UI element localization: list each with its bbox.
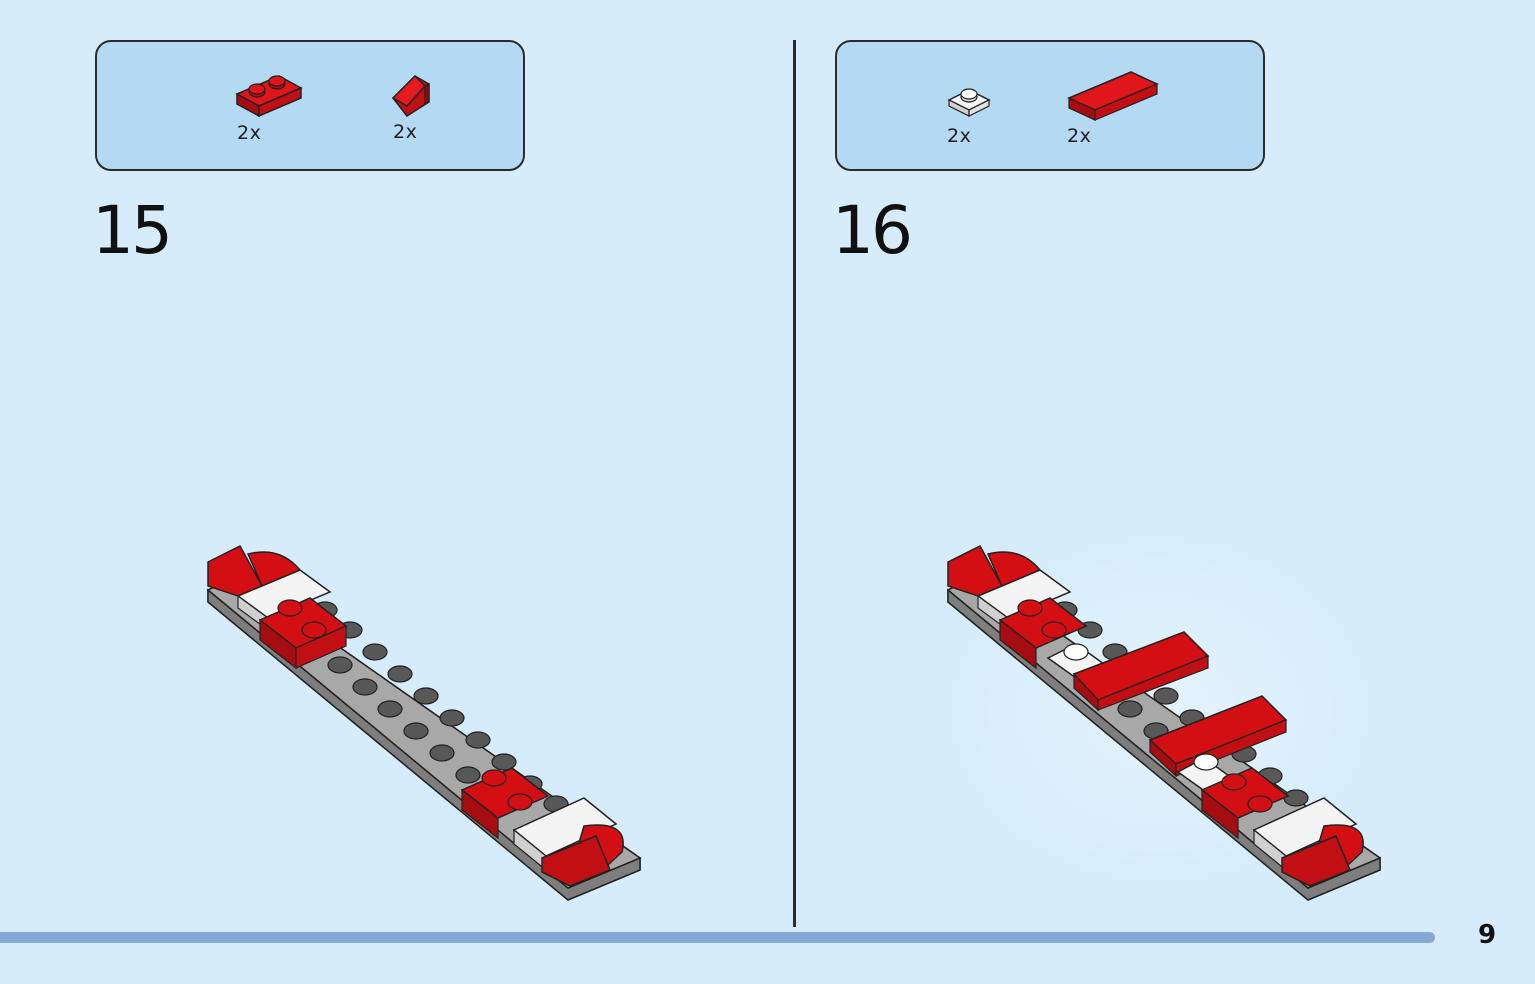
part-quantity: 2x (947, 125, 972, 147)
part-quantity: 2x (1067, 125, 1092, 147)
red-plate-1x2-icon (235, 75, 303, 118)
step-divider (793, 40, 796, 927)
step-number: 15 (92, 192, 173, 269)
step-16-parts-list: 2x 2x (835, 40, 1265, 171)
red-slope-brick-icon (391, 74, 430, 117)
part-quantity: 2x (237, 122, 262, 144)
step-number: 16 (832, 192, 913, 269)
red-tile-1x4-icon (1067, 71, 1159, 121)
step-15-model-illustration (206, 545, 642, 901)
white-plate-1x1-icon (947, 88, 991, 117)
progress-bar (0, 932, 1435, 943)
step-16-model-illustration (946, 545, 1382, 901)
page-number: 9 (1478, 920, 1497, 950)
step-15-parts-list: 2x 2x (95, 40, 525, 171)
part-quantity: 2x (393, 121, 418, 143)
